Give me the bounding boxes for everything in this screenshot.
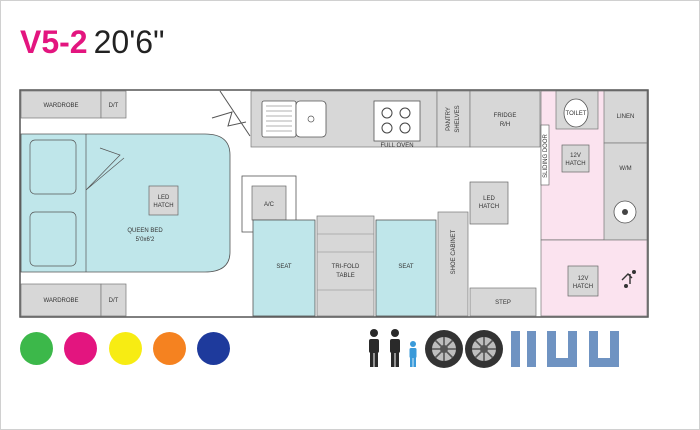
tri-fold-label-1: TRI-FOLD <box>332 264 360 270</box>
washer-drum-icon <box>622 209 628 215</box>
colour-swatch-green[interactable] <box>20 332 53 365</box>
bed-fold-line <box>85 134 125 272</box>
twelve-v-hatch-bottom-label-1: 12V <box>578 276 589 282</box>
twelve-v-hatch-top-label-2: HATCH <box>565 161 585 167</box>
dit-top <box>100 90 127 119</box>
wardrobe-top-label: WARDROBE <box>43 103 78 109</box>
adult-icon <box>369 329 379 367</box>
ac-label: A/C <box>264 202 275 208</box>
led-hatch-bed-label-1: LED <box>158 195 170 201</box>
led-hatch-2-label-1: LED <box>483 196 495 202</box>
dit-top-label: D/T <box>109 103 119 109</box>
shoe-cabinet-label: SHOE CABINET <box>451 229 457 274</box>
tap-knob-icon <box>624 284 628 288</box>
led-hatch-2-label-2: HATCH <box>479 204 499 210</box>
wheel-icon <box>465 330 503 368</box>
fridge-label-2: R/H <box>500 122 510 128</box>
ac-inner <box>251 185 287 221</box>
tri-fold-table <box>316 215 375 317</box>
burner-icon <box>381 122 393 134</box>
linen-label: LINEN <box>617 114 635 120</box>
entry-step <box>469 287 537 317</box>
adult-icon <box>390 329 400 367</box>
led-hatch-2 <box>469 181 509 225</box>
sink-drain-icon <box>307 115 315 123</box>
sink-icon <box>261 100 297 138</box>
twelve-v-hatch-bottom-label-2: HATCH <box>573 284 593 290</box>
model-length: 20'6" <box>93 24 165 60</box>
burner-icon <box>399 107 411 119</box>
twelve-v-hatch-bottom <box>567 265 599 297</box>
pantry <box>436 90 471 148</box>
burner-icon <box>399 122 411 134</box>
tap-knob-icon <box>632 270 636 274</box>
fridge-label-1: FRIDGE <box>494 113 517 119</box>
pillow-bottom <box>29 211 77 267</box>
toilet-label: TOILET <box>566 111 587 117</box>
pantry-label-2: SHELVES <box>455 105 461 132</box>
wm-label: W/M <box>619 166 631 172</box>
feature-icons <box>369 329 619 368</box>
fridge <box>469 90 541 148</box>
model-name: V5-2 <box>20 24 88 60</box>
dit-bottom-label: D/T <box>109 298 119 304</box>
toilet-icon <box>563 98 589 128</box>
washer-cabinet <box>603 142 648 241</box>
twelve-v-hatch-top-label-1: 12V <box>570 153 581 159</box>
twelve-v-hatch-top <box>561 144 590 173</box>
wardrobe-top <box>20 90 102 119</box>
tri-fold-label-2: TABLE <box>336 273 355 279</box>
colour-swatch-pink[interactable] <box>64 332 97 365</box>
full-oven-label: FULL OVEN <box>380 143 413 149</box>
pantry-label-1: PANTRY <box>446 107 452 131</box>
seat-left <box>252 219 316 317</box>
burner-icon <box>381 107 393 119</box>
queen-bed-label: QUEEN BED <box>127 228 163 234</box>
seat-left-label: SEAT <box>276 264 292 270</box>
colour-swatch-navy[interactable] <box>197 332 230 365</box>
cooktop-icon <box>373 100 421 142</box>
wheel-icon <box>425 330 463 368</box>
bunk-layout-icon <box>511 331 619 367</box>
led-hatch-bed <box>148 185 179 216</box>
door-swing <box>211 90 251 137</box>
step-label: STEP <box>495 300 511 306</box>
sliding-door-label: SLIDING DOOR <box>543 134 549 178</box>
dit-bottom <box>100 283 127 317</box>
linen-cupboard <box>603 90 648 144</box>
wardrobe-bottom-label: WARDROBE <box>43 298 78 304</box>
colour-swatch-orange[interactable] <box>153 332 186 365</box>
table-folds <box>317 233 374 291</box>
sink-bowl-icon <box>295 100 327 138</box>
seat-right-label: SEAT <box>398 264 414 270</box>
sink-drainer <box>266 105 292 132</box>
child-icon <box>409 341 417 367</box>
led-hatch-bed-label-2: HATCH <box>153 203 173 209</box>
queen-bed-size: 5'0x6'2 <box>136 237 155 243</box>
sliding-door <box>540 124 550 186</box>
shoe-cabinet <box>437 211 469 317</box>
pillow-top <box>29 139 77 195</box>
tap-icon <box>621 273 633 284</box>
colour-swatch-yellow[interactable] <box>109 332 142 365</box>
seat-right <box>375 219 437 317</box>
